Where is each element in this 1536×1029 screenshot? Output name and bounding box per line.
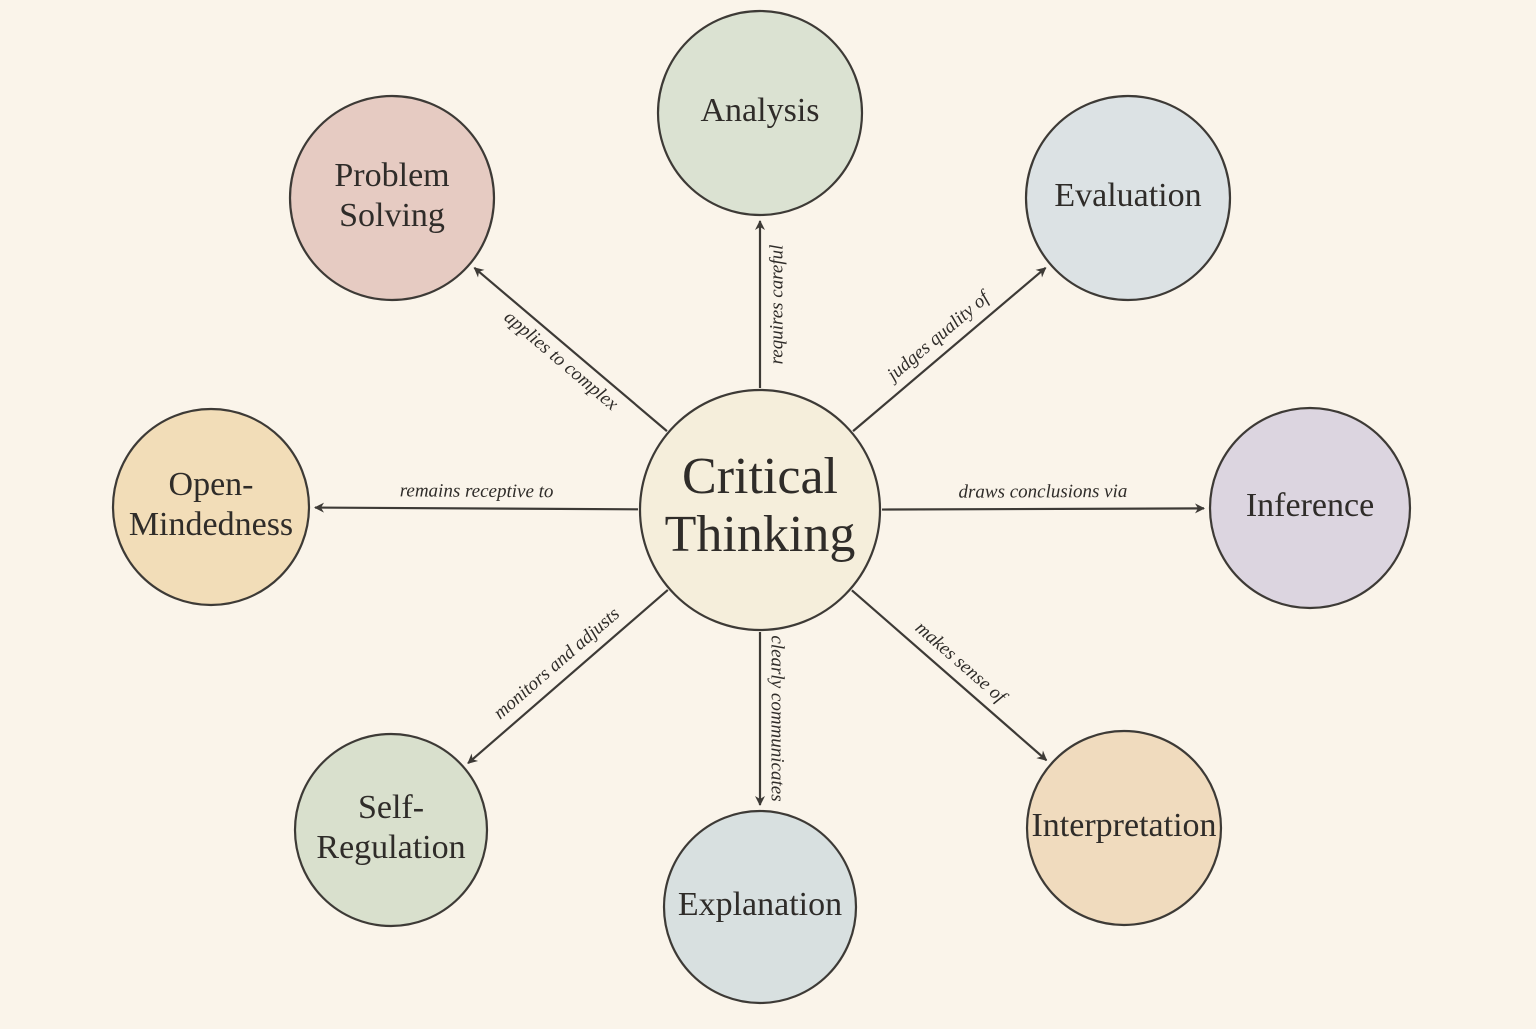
- node-label-analysis: Analysis: [701, 92, 820, 129]
- node-label-problem-solving: Problem: [334, 157, 449, 194]
- edge-self-regulation: monitors and adjusts: [467, 589, 669, 765]
- edge-analysis: requires careful: [755, 220, 787, 388]
- node-circle-open-mindedness: [111, 407, 311, 607]
- edge-arrow-open-mindedness: [313, 502, 639, 513]
- nodes-layer: AnalysisEvaluationInferenceInterpretatio…: [111, 9, 1412, 1005]
- node-circle-analysis: [656, 9, 864, 217]
- node-circle-problem-solving: [288, 94, 496, 302]
- edge-evaluation: judges quality of: [852, 267, 1047, 432]
- center-label: Critical: [682, 448, 838, 505]
- edge-arrow-interpretation: [851, 589, 1048, 762]
- node-label-interpretation: Interpretation: [1031, 807, 1216, 844]
- node-circle-inference: [1208, 406, 1412, 610]
- node-evaluation: Evaluation: [1024, 94, 1232, 302]
- edge-arrow-inference: [881, 503, 1206, 514]
- node-circle-interpretation: [1025, 729, 1223, 927]
- node-label-open-mindedness: Open-: [169, 466, 254, 503]
- node-circle-self-regulation: [293, 732, 489, 928]
- node-interpretation: Interpretation: [1025, 729, 1223, 927]
- edge-label-interpretation: makes sense of: [911, 617, 1012, 709]
- node-label-inference: Inference: [1246, 487, 1374, 524]
- edge-label-inference: draws conclusions via: [958, 481, 1127, 503]
- node-open-mindedness: Open-Mindedness: [111, 407, 311, 607]
- edge-problem-solving: applies to complex: [473, 267, 668, 432]
- edge-arrow-self-regulation: [467, 589, 669, 765]
- node-inference: Inference: [1208, 406, 1412, 610]
- edge-label-explanation: clearly communicates: [767, 635, 788, 801]
- node-analysis: Analysis: [656, 9, 864, 217]
- edge-label-analysis: requires careful: [766, 245, 787, 365]
- node-label-self-regulation: Self-: [358, 789, 424, 826]
- node-circle-evaluation: [1024, 94, 1232, 302]
- node-label-self-regulation: Regulation: [316, 829, 465, 866]
- edge-inference: draws conclusions via: [881, 481, 1206, 514]
- edge-label-self-regulation: monitors and adjusts: [490, 603, 624, 723]
- node-label-open-mindedness: Mindedness: [129, 506, 293, 543]
- edge-interpretation: makes sense of: [851, 589, 1048, 762]
- edge-open-mindedness: remains receptive to: [313, 480, 639, 513]
- edge-label-evaluation: judges quality of: [881, 286, 996, 388]
- edge-arrow-evaluation: [852, 267, 1047, 432]
- node-circle-explanation: [662, 809, 858, 1005]
- node-label-problem-solving: Solving: [339, 197, 445, 234]
- node-explanation: Explanation: [662, 809, 858, 1005]
- edge-label-open-mindedness: remains receptive to: [400, 480, 554, 502]
- center-circle: [638, 388, 882, 632]
- edge-label-problem-solving: applies to complex: [500, 307, 623, 416]
- node-self-regulation: Self-Regulation: [293, 732, 489, 928]
- center-label: Thinking: [665, 506, 856, 563]
- node-label-evaluation: Evaluation: [1054, 177, 1201, 214]
- edge-arrow-problem-solving: [473, 267, 668, 432]
- node-label-explanation: Explanation: [678, 886, 842, 923]
- edge-explanation: clearly communicates: [755, 632, 788, 806]
